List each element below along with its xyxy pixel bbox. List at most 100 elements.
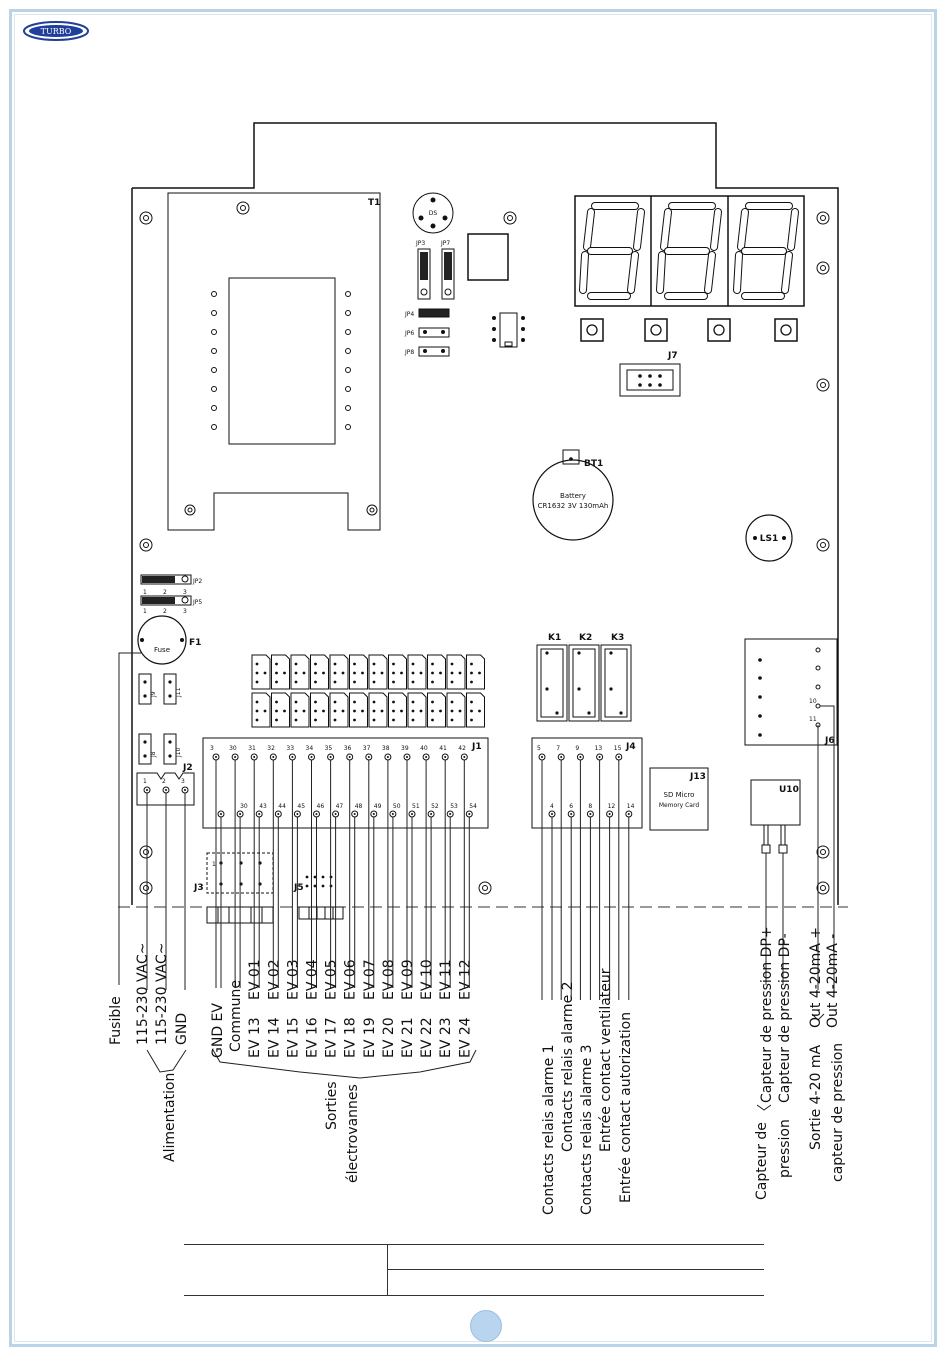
fuse-label: Fuse: [154, 646, 170, 654]
transformer-pin: [211, 405, 217, 411]
transformer-pin: [211, 424, 217, 430]
keypad-button-dot: [586, 324, 598, 336]
mosfet-pin: [275, 680, 278, 684]
mosfet-pin: [372, 718, 376, 722]
transformer-t1: [167, 192, 381, 531]
fuse-f1: Fuse F1: [137, 615, 201, 665]
label-gnd-ev: GND EV: [210, 1003, 226, 1058]
label-relay-2: Contacts relais alarme 2: [560, 981, 576, 1152]
sensor-u10: U10: [750, 779, 801, 854]
digit-segment-inner: [738, 209, 748, 250]
mosfet-pin: [470, 680, 473, 684]
transformer-pin: [345, 367, 351, 373]
mosfet-pin: [411, 718, 415, 722]
mosfet-pin: [275, 671, 278, 675]
mosfet-pin: [392, 700, 395, 704]
mosfet: [349, 692, 368, 728]
label-capteur-1: Capteur de: [754, 1122, 770, 1200]
j1-top-pin-label: 31: [248, 745, 256, 752]
mosfet-pin: [314, 662, 317, 666]
label-j7: J7: [667, 351, 678, 361]
mounting-hole: [139, 881, 153, 895]
transformer-hole: [184, 504, 196, 516]
mosfet-pin: [411, 671, 415, 675]
label-electrovannes: électrovannes: [345, 1084, 361, 1183]
mosfet-pin: [392, 680, 395, 684]
page-number-badge: [470, 1310, 502, 1342]
label-ev-top: EV 03: [285, 959, 301, 1000]
small-ic: [492, 312, 525, 348]
j4-bottom-pin-label: 12: [608, 803, 616, 810]
j1-bottom-pin-center: [411, 813, 413, 815]
j1-bottom-pin-center: [239, 813, 242, 815]
mounting-hole: [816, 261, 830, 275]
label-t1: T1: [368, 198, 380, 208]
wire-fusible: [118, 652, 142, 985]
label-ev-bottom: EV 19: [362, 1017, 378, 1058]
label-j4: J4: [625, 742, 636, 752]
brace-sortie: [811, 1013, 825, 1021]
mounting-hole-inner: [143, 542, 149, 548]
j4-top-pin-center: [598, 756, 601, 758]
j1-bottom-pin-center: [315, 813, 318, 815]
j4-bottom-pin-center: [589, 813, 592, 815]
mosfet-pin: [392, 671, 395, 675]
mosfet: [407, 654, 427, 690]
j1-bottom-pin-center: [334, 813, 337, 815]
j4-bottom-pin-center: [608, 813, 611, 815]
j1-top-pin-label: 36: [344, 745, 352, 752]
mosfet-pin: [314, 680, 317, 684]
j4-bottom-pin-center: [570, 813, 573, 815]
mosfet-pin: [419, 709, 423, 713]
j1-top-pin-center: [386, 756, 389, 758]
mounting-hole: [816, 845, 830, 859]
j4-bottom-pin-center: [627, 813, 630, 815]
mosfet-pin: [470, 671, 473, 675]
j2-pin-2: 2: [162, 778, 166, 785]
mounting-hole: [139, 845, 153, 859]
j1-bottom-pin-center: [391, 813, 394, 815]
j4-top-pin-center: [579, 756, 582, 758]
j4-top-pin-label: 15: [614, 745, 622, 752]
label-j11: J11: [175, 687, 182, 698]
brace-sorties: [212, 1049, 477, 1079]
j6-pin-10: 10: [809, 698, 817, 705]
digit-segment-inner: [657, 252, 665, 293]
mosfet: [271, 692, 290, 728]
label-ev-top: EV 07: [362, 959, 378, 1000]
j1-top-pin-label: 40: [420, 745, 428, 752]
wires: [118, 652, 835, 1111]
mosfet-pin: [255, 662, 259, 666]
j1-top-pin-center: [272, 756, 275, 758]
mosfet-pin: [450, 680, 454, 684]
mosfet: [446, 692, 466, 728]
label-j1: J1: [471, 742, 482, 752]
mounting-hole-inner: [820, 382, 826, 388]
j1-top-pin-label: 32: [267, 745, 275, 752]
j4-top-pin-label: 9: [575, 745, 579, 752]
mosfet-pin: [431, 680, 434, 684]
page-frame: [9, 9, 937, 1347]
label-relay-3: Contacts relais alarme 3: [579, 1044, 595, 1215]
transformer-pin: [345, 329, 351, 335]
mosfet-pin: [294, 709, 298, 713]
label-ev-bottom: EV 22: [419, 1017, 435, 1058]
sd-card-j13: J13 SD Micro Memory Card: [649, 767, 709, 831]
label-ev-bottom: EV 21: [400, 1017, 416, 1058]
transformer-pin: [345, 424, 351, 430]
j1-bottom-pin-label: 51: [412, 803, 420, 810]
j1-top-pin-center: [253, 756, 256, 758]
j1-bottom-pin-center: [430, 813, 433, 815]
label-f1: F1: [189, 638, 201, 648]
j1-bottom-pin-label: 48: [355, 803, 363, 810]
mosfet-pin: [439, 671, 442, 675]
label-j8: J8: [150, 751, 157, 758]
j1-top-pin-label: 37: [363, 745, 371, 752]
mosfet-pin: [380, 671, 384, 675]
mosfet: [290, 692, 310, 728]
mosfet-pin: [255, 671, 259, 675]
mosfet-pin: [333, 718, 337, 722]
mosfet-pin: [372, 680, 376, 684]
label-out-plus: Out 4-20mA +: [808, 927, 824, 1028]
label-dp-plus: Capteur de pression DP+: [759, 926, 775, 1103]
